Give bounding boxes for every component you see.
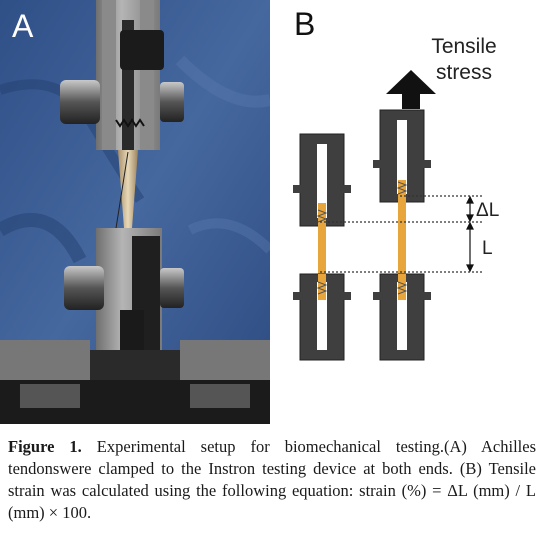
figure-caption: Figure 1. Experimental setup for biomech… <box>8 436 536 524</box>
tensile-stress-label: Tensile stress <box>416 34 512 86</box>
schematic-svg: ΔL L <box>293 70 499 361</box>
stressed-specimen <box>373 109 431 361</box>
caption-text: Experimental setup for biomechanical tes… <box>8 437 536 522</box>
l-label: L <box>482 238 493 259</box>
delta-l-label: ΔL <box>476 200 499 221</box>
panel-b-label: B <box>294 6 316 42</box>
unstressed-specimen <box>293 133 351 361</box>
photo-illustration <box>0 0 270 424</box>
delta-l-dimension <box>466 195 474 223</box>
l-dimension <box>466 221 474 273</box>
tensile-label-line1: Tensile <box>431 35 497 58</box>
panel-a-label: A <box>12 8 34 44</box>
figure-number: Figure 1. <box>8 437 82 456</box>
panel-b-diagram: B Tensile stress <box>270 0 541 424</box>
tensile-label-line2: stress <box>435 61 492 84</box>
panel-a-photo: A <box>0 0 270 424</box>
tensile-arrow-icon <box>386 70 436 109</box>
